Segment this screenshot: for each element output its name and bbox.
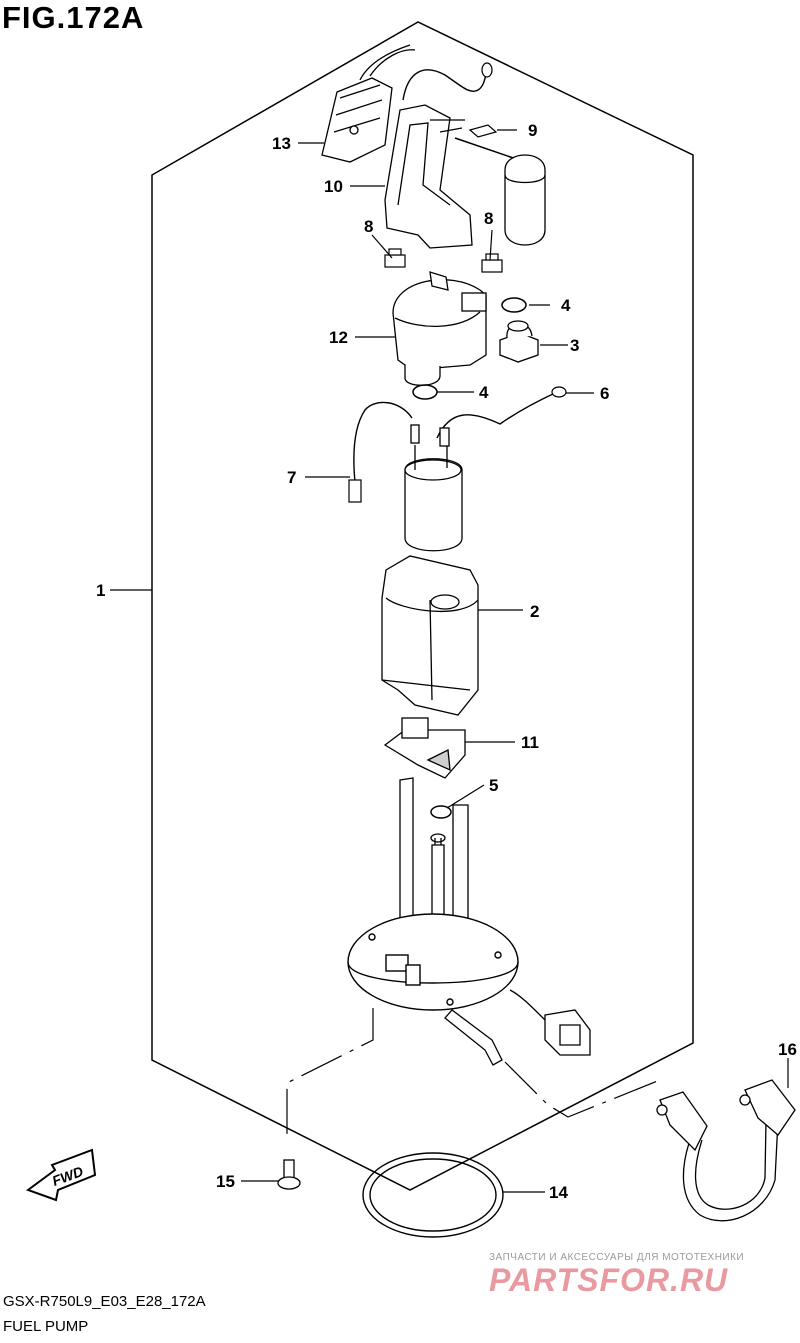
callout-label-12: 12 — [329, 328, 348, 347]
figure-caption: FUEL PUMP — [3, 1318, 89, 1335]
part-3-pressure-regulator — [499, 320, 539, 363]
callout-label-14: 14 — [549, 1183, 568, 1202]
part-11-fuel-strainer — [383, 717, 466, 779]
callout-label-15: 15 — [216, 1172, 235, 1191]
part-10-bracket — [384, 104, 473, 249]
part-9-clip — [468, 124, 498, 138]
callout-label-8-right: 8 — [484, 209, 493, 228]
watermark-subtitle: ЗАПЧАСТИ И АКСЕССУАРЫ ДЛЯ МОТОТЕХНИКИ — [489, 1252, 745, 1263]
flange-connector-harness — [509, 989, 591, 1056]
bracket-wire — [402, 67, 489, 101]
part-6-wire — [436, 392, 556, 439]
part-16-fuel-hose — [656, 1079, 796, 1222]
callout-label-13: 13 — [272, 134, 291, 153]
part-4-oring-lower — [412, 384, 438, 400]
part-2-pump-holder — [381, 555, 479, 716]
fwd-direction-badge: FWD — [25, 1148, 97, 1202]
callout-label-8-left: 8 — [364, 217, 373, 236]
callout-label-7: 7 — [287, 468, 296, 487]
part-8-bolt-right — [481, 253, 503, 273]
part-13-wire-bracket — [321, 44, 416, 163]
callout-label-9: 9 — [528, 121, 537, 140]
callout-label-10: 10 — [324, 177, 343, 196]
callout-label-16: 16 — [778, 1040, 797, 1059]
assembly-leader-lines — [286, 1008, 661, 1140]
callout-label-11: 11 — [521, 733, 539, 752]
fuel-pump-motor — [404, 424, 463, 552]
callout-label-4-lower: 4 — [479, 383, 489, 402]
callout-label-6: 6 — [600, 384, 609, 403]
part-14-gasket — [362, 1152, 504, 1238]
callout-leaders — [110, 129, 789, 1193]
part-4-oring-upper — [501, 297, 527, 313]
part-7-wire — [353, 401, 413, 483]
callout-label-3: 3 — [570, 336, 579, 355]
figure-title: FIG.172A — [2, 0, 145, 35]
fuel-outlet-pipe — [444, 1009, 503, 1066]
fuel-level-float — [504, 154, 546, 246]
part-5-oring — [430, 805, 452, 819]
assembly-outline — [151, 21, 694, 1191]
pump-flange-plate — [347, 913, 519, 1011]
callout-label-5: 5 — [489, 776, 498, 795]
part-15-screw — [277, 1159, 301, 1190]
model-code: GSX-R750L9_E03_E28_172A — [3, 1293, 206, 1310]
callout-label-2: 2 — [530, 602, 539, 621]
part-12-pump-housing — [392, 271, 487, 386]
callout-label-4-upper: 4 — [561, 296, 571, 315]
callout-label-1: 1 — [96, 581, 105, 600]
part-8-bolt-left — [384, 248, 406, 268]
watermark-logo: PARTSFOR.RU — [489, 1262, 729, 1298]
